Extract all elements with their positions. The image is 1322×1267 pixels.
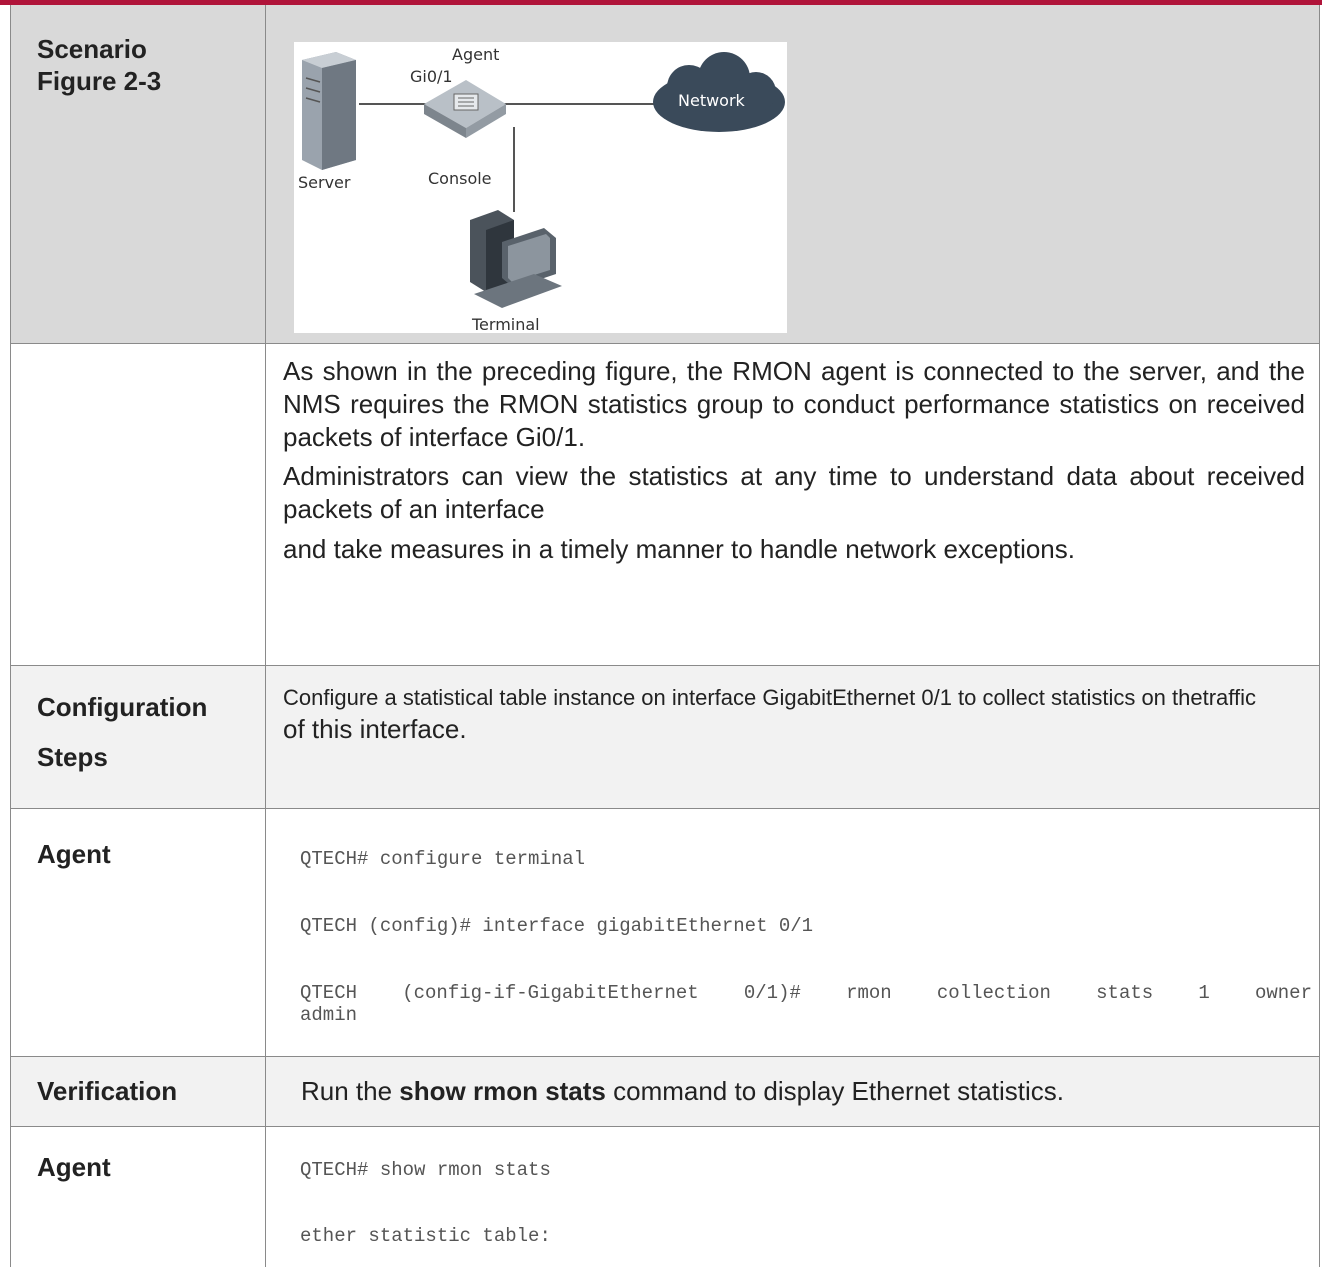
row-divider [11,343,1319,344]
config-steps-cell: Configure a statistical table instance o… [283,685,1305,745]
scenario-label: Scenario Figure 2-3 [37,34,162,96]
verification-pre: Run the [301,1076,400,1106]
port-text: Gi0/1 [410,67,453,86]
console-text: Console [428,169,492,188]
document-table: Scenario Figure 2-3 [10,5,1320,1267]
topology-diagram: Agent Gi0/1 Network Server Console Termi… [298,45,785,334]
config-steps-row [11,666,1319,808]
code-part: owner [1254,982,1312,1004]
code-line: QTECH (config)# interface gigabitEtherne… [300,915,814,937]
verification-post: command to display Ethernet statistics. [605,1076,1064,1106]
code-part: rmon [846,982,892,1004]
description-paragraph-2: Administrators can view the statistics a… [283,461,1305,524]
code-line: QTECH (config-if-GigabitEthernet 0/1)# r… [300,981,1312,1005]
terminal-pc-icon [470,210,562,308]
agent-label: Agent [37,839,111,869]
agent-label-2: Agent [37,1152,111,1182]
row-divider [11,1056,1319,1057]
row-divider [11,808,1319,809]
code-part: 0/1)# [743,982,801,1004]
network-text: Network [678,91,746,110]
server-icon [302,52,356,170]
description-paragraph-1: As shown in the preceding figure, the RM… [283,356,1305,452]
code-line: admin [300,1004,358,1026]
description-paragraph-3: and take measures in a timely manner to … [283,534,1075,564]
code-part: stats [1096,982,1154,1004]
agent-switch-icon [424,80,506,138]
code-part: collection [936,982,1051,1004]
code-part: (config-if-GigabitEthernet [402,982,699,1004]
verification-text: Run the show rmon stats command to displ… [301,1075,1064,1107]
top-accent-bar [0,0,1322,5]
network-figure: Agent Gi0/1 Network Server Console Termi… [294,42,787,334]
code-part: QTECH [300,982,358,1004]
code-line: QTECH# configure terminal [300,848,586,870]
row-divider [11,1126,1319,1127]
config-steps-line-1: Configure a statistical table instance o… [283,685,1257,710]
code-line: QTECH# show rmon stats [300,1159,551,1181]
config-steps-label: Configuration Steps [37,692,208,772]
verification-command: show rmon stats [399,1076,606,1106]
server-text: Server [298,173,351,192]
code-part: 1 [1198,982,1210,1004]
code-line: ether statistic table: [300,1225,551,1247]
verification-row [11,1057,1319,1126]
description-cell: As shown in the preceding figure, the RM… [283,355,1305,566]
verification-label: Verification [37,1076,178,1106]
row-divider [11,665,1319,666]
terminal-text: Terminal [471,315,540,333]
column-divider [265,5,266,1267]
agent-text: Agent [452,45,499,64]
config-steps-line-2: of this interface. [283,714,467,744]
network-cloud-icon [653,52,785,132]
